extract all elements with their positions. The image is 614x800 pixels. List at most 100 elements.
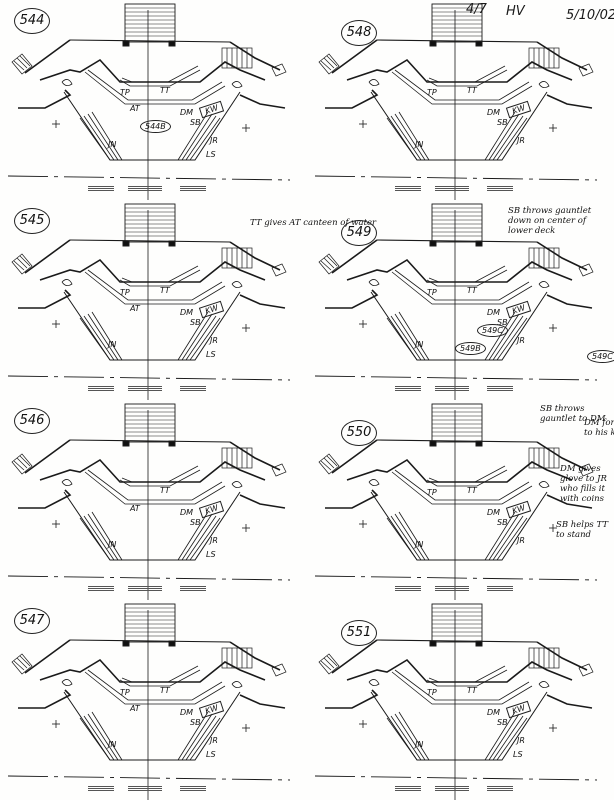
- handwritten-note: DM gives glove to JR who fills it with c…: [560, 464, 607, 504]
- actor-position-tp: TP: [120, 88, 130, 97]
- title-block-text: [395, 586, 421, 593]
- actor-position-jn: JN: [108, 740, 117, 749]
- handwritten-note: SB throws gauntlet down on center of low…: [508, 206, 592, 236]
- title-block-text: [88, 386, 114, 393]
- audience-seating-right: [484, 711, 528, 761]
- title-block-text: [180, 586, 206, 593]
- actor-position-jr: JR: [517, 536, 525, 545]
- upstage-stairs: [122, 603, 176, 647]
- stage-left-stairs: [318, 53, 340, 75]
- actor-position-tp: TP: [427, 688, 437, 697]
- title-block-text: [487, 186, 513, 193]
- actor-position-at: AT: [130, 104, 140, 113]
- actor-position-sb: SB: [190, 318, 201, 327]
- actor-position-jn: JN: [415, 740, 424, 749]
- audience-seating-right: [177, 111, 221, 161]
- title-block-text: [487, 786, 513, 793]
- audience-seating-right: [177, 511, 221, 561]
- handwritten-note: DM forces TT to his knees: [584, 418, 614, 438]
- title-block-text: [395, 786, 421, 793]
- stage-right-stairs: [221, 447, 287, 477]
- title-block-text: [435, 186, 469, 193]
- handwritten-note: TT gives AT canteen of water: [250, 218, 377, 228]
- actor-position-sb: SB: [497, 718, 508, 727]
- stage-left-stairs: [318, 253, 340, 275]
- stage-right-stairs: [221, 247, 287, 277]
- upstage-stairs: [429, 603, 483, 647]
- actor-position-jr: JR: [517, 336, 525, 345]
- actor-position-jn: JN: [415, 340, 424, 349]
- actor-position-tt: TT: [160, 286, 170, 295]
- upstage-stairs: [122, 3, 176, 47]
- stage-right-stairs: [528, 247, 594, 277]
- stage-ground-plan: [7, 603, 291, 800]
- sub-cue-marker: 549C: [587, 350, 614, 363]
- audience-seating-right: [484, 111, 528, 161]
- date: 5/10/02: [566, 8, 614, 23]
- actor-position-tt: TT: [467, 286, 477, 295]
- stage-right-stairs: [221, 47, 287, 77]
- actor-position-ls: LS: [206, 550, 216, 559]
- title-block-text: [88, 786, 114, 793]
- title-block-text: [88, 186, 114, 193]
- stage-ground-plan: [314, 603, 598, 800]
- title-block-text: [128, 386, 162, 393]
- actor-position-sb: SB: [190, 718, 201, 727]
- stage-ground-plan: [314, 203, 598, 400]
- title-block-text: [180, 786, 206, 793]
- actor-position-tp: TP: [427, 488, 437, 497]
- actor-position-at: AT: [130, 304, 140, 313]
- actor-position-dm: DM: [180, 108, 194, 117]
- actor-position-tt: TT: [467, 86, 477, 95]
- upstage-stairs: [429, 403, 483, 447]
- audience-seating-left: [386, 111, 430, 161]
- actor-position-dm: DM: [180, 708, 194, 717]
- actor-position-jr: JR: [210, 136, 218, 145]
- stage-ground-plan: [314, 403, 598, 600]
- title-block-text: [487, 386, 513, 393]
- audience-seating-left: [79, 711, 123, 761]
- stage-ground-plan: [7, 203, 291, 400]
- title-block-text: [395, 386, 421, 393]
- title-block-text: [395, 186, 421, 193]
- stage-right-stairs: [221, 647, 287, 677]
- actor-position-tt: TT: [160, 686, 170, 695]
- stage-left-stairs: [11, 53, 33, 75]
- actor-position-dm: DM: [487, 508, 501, 517]
- actor-position-jn: JN: [108, 340, 117, 349]
- actor-position-dm: DM: [487, 308, 501, 317]
- audience-seating-left: [386, 711, 430, 761]
- actor-position-at: AT: [130, 704, 140, 713]
- sub-cue-marker: 544B: [140, 120, 171, 133]
- stage-left-stairs: [318, 653, 340, 675]
- upstage-stairs: [429, 3, 483, 47]
- actor-position-sb: SB: [190, 518, 201, 527]
- sub-cue-marker: 549B: [455, 342, 486, 355]
- actor-position-tp: TP: [120, 288, 130, 297]
- audience-seating-left: [79, 511, 123, 561]
- actor-position-jr: JR: [210, 736, 218, 745]
- stage-right-stairs: [528, 447, 594, 477]
- title-block-text: [435, 786, 469, 793]
- actor-position-ls: LS: [513, 750, 523, 759]
- handwritten-note: SB throws gauntlet to DM: [540, 404, 606, 424]
- cue-number: 544: [14, 8, 50, 34]
- actor-position-ls: LS: [206, 750, 216, 759]
- upstage-stairs: [122, 203, 176, 247]
- audience-seating-right: [177, 311, 221, 361]
- title-block-text: [435, 386, 469, 393]
- stage-right-stairs: [528, 647, 594, 677]
- sub-cue-marker: 549C: [477, 324, 508, 337]
- cue-number: 548: [341, 20, 377, 46]
- title-block-text: [128, 586, 162, 593]
- cue-number: 549: [341, 220, 377, 246]
- title-block-text: [180, 386, 206, 393]
- actor-position-jn: JN: [108, 540, 117, 549]
- actor-position-tt: TT: [160, 486, 170, 495]
- title-block-text: [487, 586, 513, 593]
